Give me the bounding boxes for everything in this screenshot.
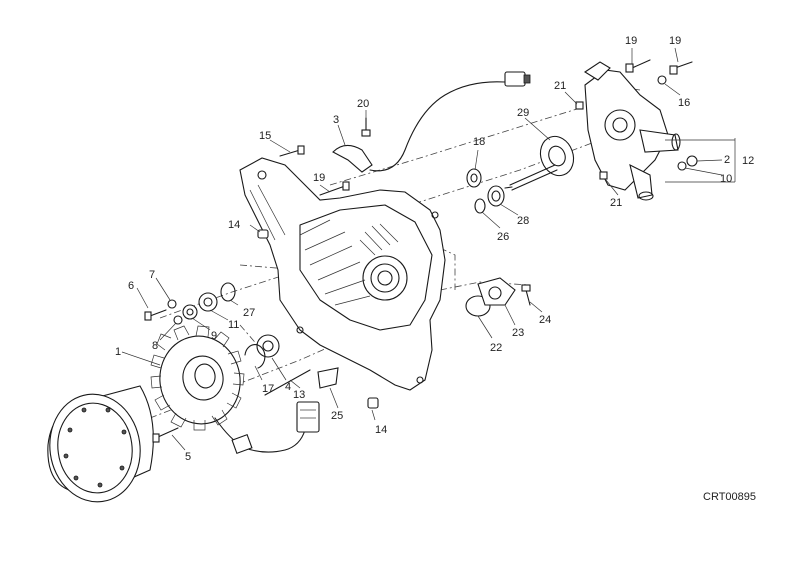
stator-part: [150, 325, 320, 455]
callout-17: 17: [262, 383, 274, 395]
pump-shaft-part: [504, 135, 575, 191]
callout-29: 29: [517, 107, 529, 119]
callout-28: 28: [517, 215, 529, 227]
callout-23: 23: [512, 327, 524, 339]
callout-4: 4: [285, 381, 291, 393]
leader-lines: [121, 47, 736, 451]
callout-26: 26: [497, 231, 509, 243]
callout-25: 25: [331, 410, 343, 422]
rotor-part: [47, 385, 154, 503]
callout-21-top: 21: [554, 80, 566, 92]
callout-11: 11: [228, 319, 239, 331]
callout-labels: 1 2 3 4 5 6 7 8 9 10 11 12 13 14 14 15 1…: [115, 35, 754, 463]
callout-21-bottom: 21: [610, 197, 622, 209]
fasteners: [144, 59, 698, 443]
callout-24: 24: [539, 314, 551, 326]
callout-12: 12: [742, 155, 754, 167]
callout-5: 5: [185, 451, 191, 463]
callout-20: 20: [357, 98, 369, 110]
callout-19-left: 19: [625, 35, 637, 47]
pump-cover-part: [583, 61, 681, 201]
callout-14-bottom: 14: [375, 424, 387, 436]
callout-18: 18: [473, 136, 485, 148]
sensor-cable-part: [332, 71, 531, 173]
callout-22: 22: [490, 342, 502, 354]
callout-16: 16: [678, 97, 690, 109]
callout-10: 10: [720, 173, 732, 185]
callout-6: 6: [128, 280, 134, 292]
callout-9: 9: [211, 330, 217, 342]
callout-19-right: 19: [669, 35, 681, 47]
callout-8: 8: [152, 340, 158, 352]
reference-code: CRT00895: [703, 491, 756, 503]
callout-3: 3: [333, 114, 339, 126]
callout-14-top: 14: [228, 219, 240, 231]
callout-19-mid: 19: [313, 172, 325, 184]
callout-2: 2: [724, 154, 730, 166]
generator-cover-part: [239, 157, 446, 391]
callout-1: 1: [115, 346, 121, 358]
callout-13: 13: [293, 389, 305, 401]
callout-27: 27: [243, 307, 255, 319]
callout-15: 15: [259, 130, 271, 142]
callout-7: 7: [149, 269, 155, 281]
